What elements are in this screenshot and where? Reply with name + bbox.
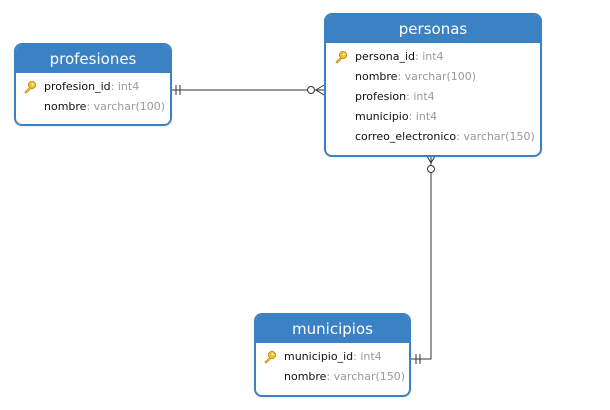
column-type: varchar(150) [333,370,406,383]
column-type: int4 [413,90,435,103]
column-name: profesion_id [44,80,111,93]
crowfoot-marker [430,155,436,164]
column-type: varchar(100) [93,100,166,113]
column-row: profesion_id: int4 [16,77,170,97]
column-row: municipio_id: int4 [256,347,409,367]
table-personas[interactable]: personas persona_id: int4 nombre: varcha… [324,13,542,157]
column-name: persona_id [355,50,415,63]
column-name: municipio_id [284,350,354,363]
column-type: varchar(150) [463,130,535,143]
zero-marker [307,86,315,94]
column-name: profesion [355,90,407,103]
key-icon [264,351,276,364]
column-row: nombre: varchar(100) [355,70,477,83]
column-name: municipio [355,110,409,123]
column-type: varchar(100) [404,70,477,83]
key-icon [335,51,347,64]
zero-marker [427,165,435,173]
crowfoot-marker [426,155,432,164]
table-title: personas [326,15,540,43]
column-name: nombre [355,70,398,83]
table-profesiones[interactable]: profesiones profesion_id: int4 nombre: v… [14,43,172,126]
column-row: profesion: int4 [355,90,435,103]
table-title: municipios [256,315,409,343]
table-title: profesiones [16,45,170,73]
column-row: nombre: varchar(100) [44,100,166,113]
column-type: int4 [360,350,382,363]
column-row: nombre: varchar(150) [284,370,406,383]
relationship-profesiones-personas [171,84,325,96]
column-row: municipio: int4 [355,110,438,123]
column-type: int4 [117,80,140,93]
column-row: correo_electronico: varchar(150) [355,130,535,143]
key-icon [24,81,36,94]
relationship-municipios-personas [411,155,436,364]
column-name: nombre [44,100,87,113]
crowfoot-marker [315,89,325,96]
table-municipios[interactable]: municipios municipio_id: int4 nombre: va… [254,313,411,397]
relationship-line [411,156,432,360]
column-type: int4 [415,110,438,123]
column-name: correo_electronico [355,130,457,143]
column-name: nombre [284,370,327,383]
crowfoot-marker [315,84,325,91]
column-row: persona_id: int4 [326,47,540,67]
column-type: int4 [422,50,444,63]
